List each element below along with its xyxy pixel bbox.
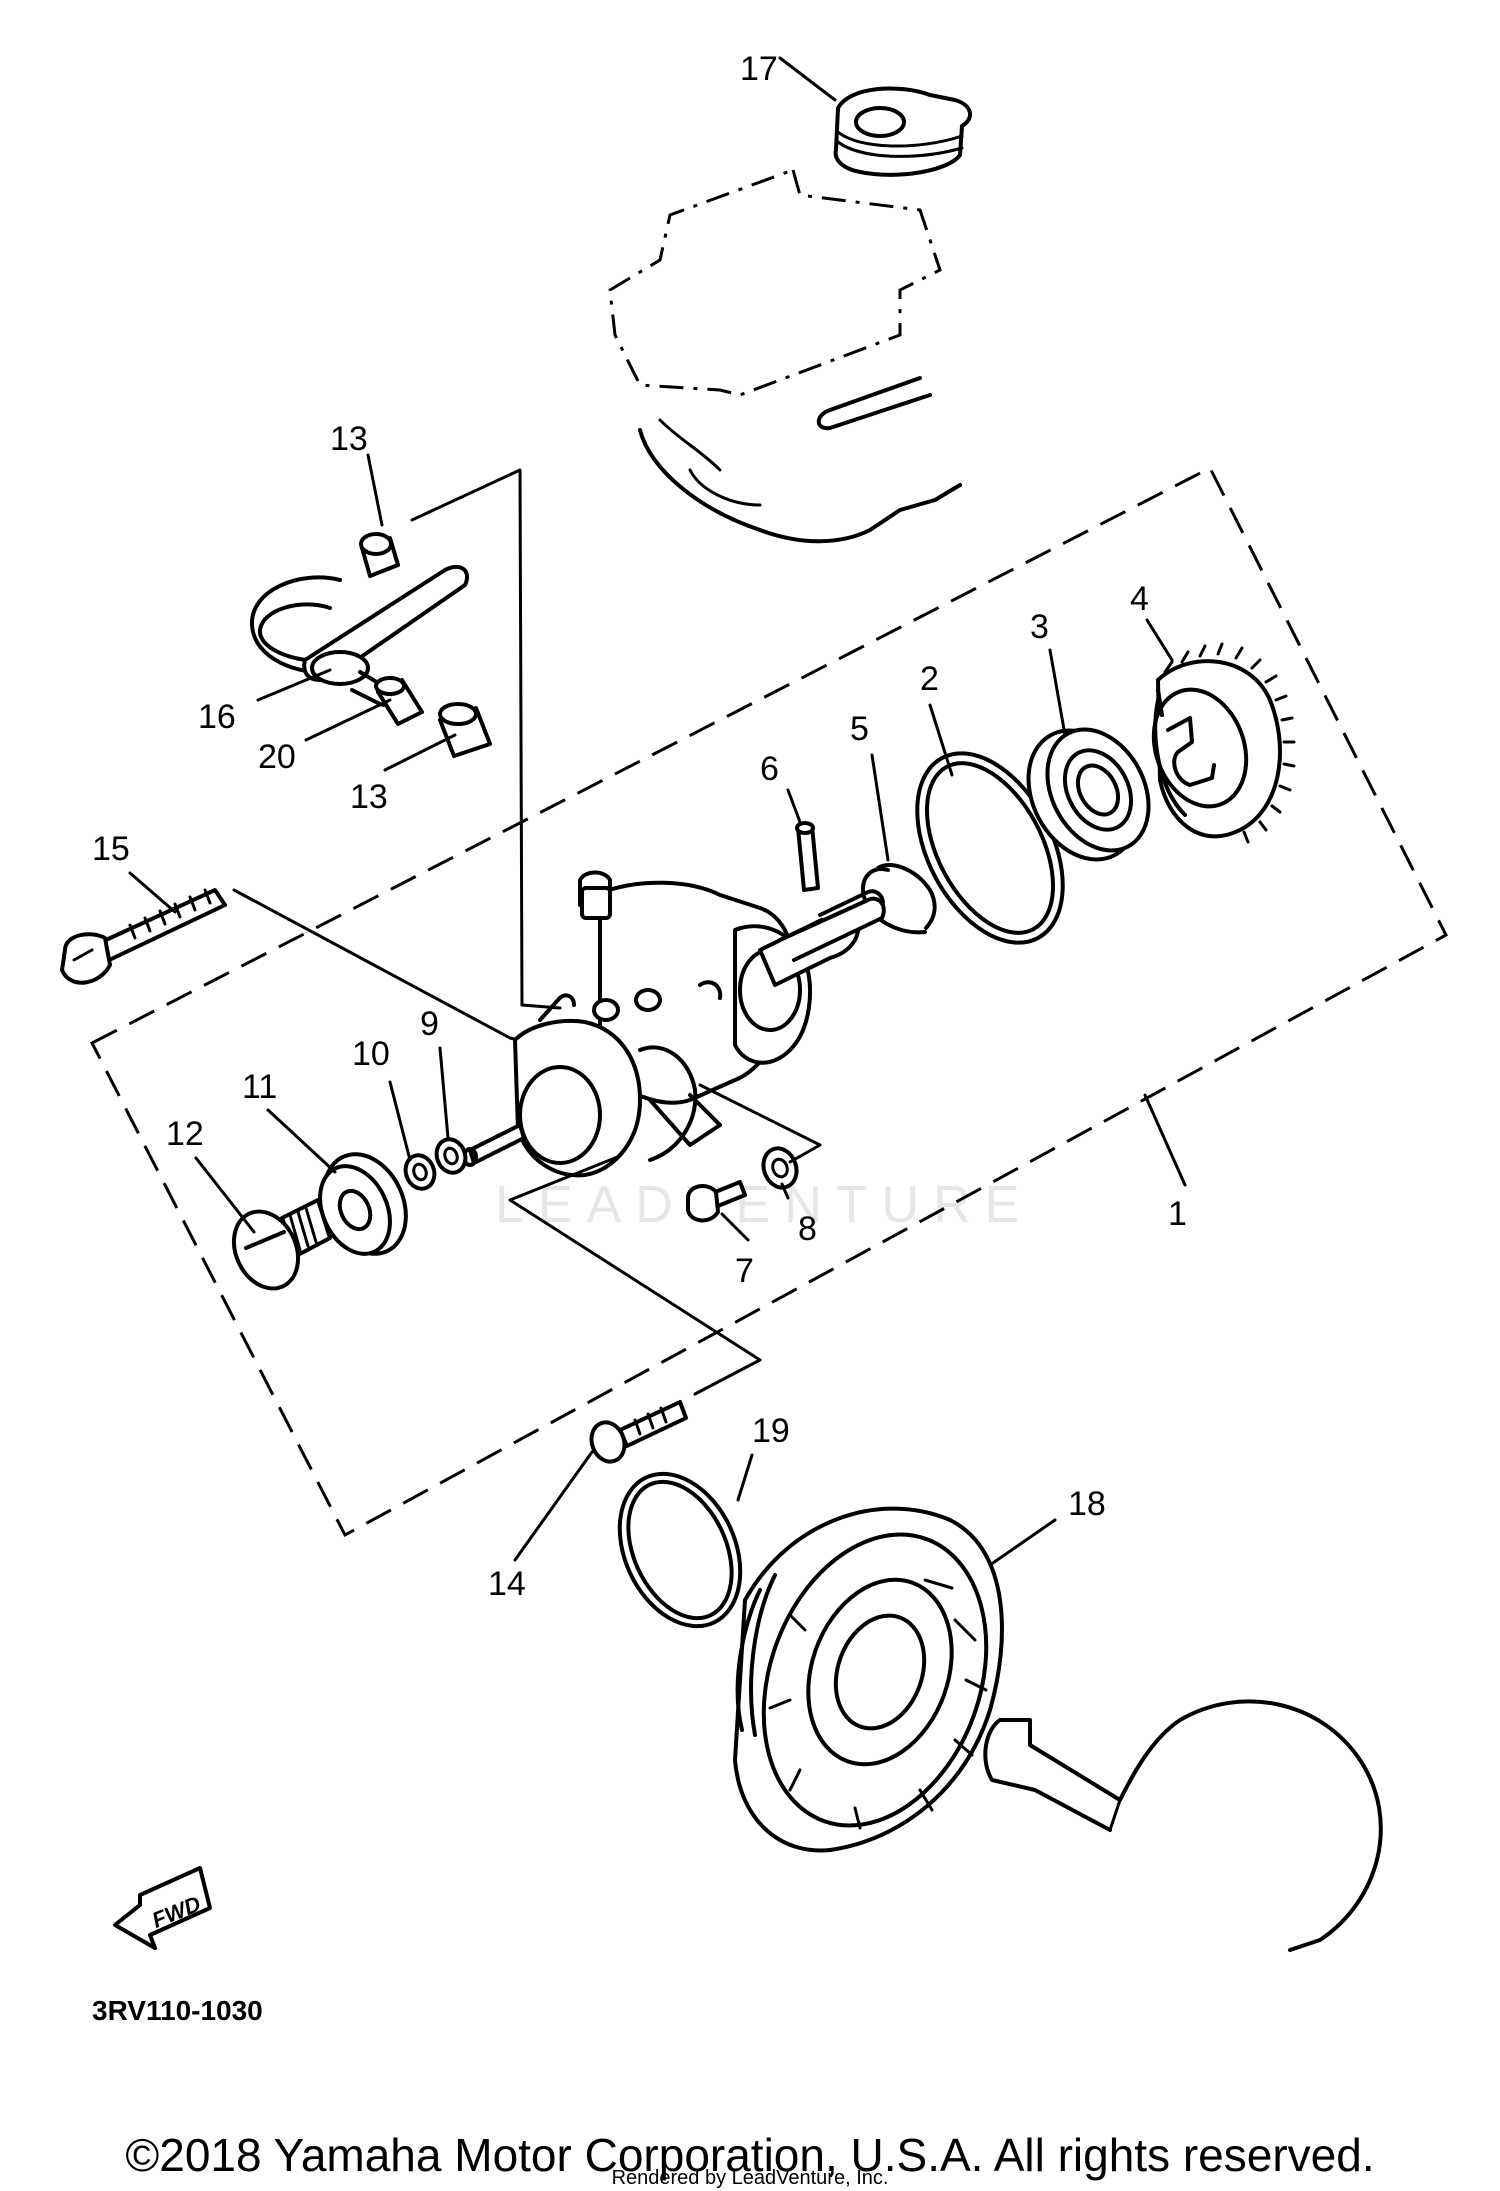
leader-line-14 [508, 1154, 762, 1396]
part-9-washer [434, 1137, 468, 1175]
callout-20: 20 [258, 738, 296, 776]
part-14-bolt [589, 1400, 688, 1464]
leader-line-15 [232, 888, 542, 1047]
callout-6: 6 [760, 750, 779, 788]
callout-7: 7 [735, 1252, 754, 1290]
callout-19: 19 [752, 1412, 790, 1450]
copyright-notice: ©2018 Yamaha Motor Corporation, U.S.A. A… [125, 2129, 1375, 2181]
part-13-upper-sleeve [359, 532, 400, 578]
callout-15: 15 [92, 830, 130, 868]
assembly-boundary [89, 465, 1448, 1538]
part-15-long-screw [60, 888, 227, 985]
callout-16: 16 [198, 698, 236, 736]
callout-11: 11 [242, 1068, 277, 1106]
callout-1: 1 [1168, 1195, 1187, 1233]
crankshaft [983, 1699, 1383, 1952]
callout-5: 5 [850, 710, 869, 748]
part-7-bolt [686, 1180, 747, 1223]
crankcase-lip [816, 376, 932, 431]
callout-leaders [128, 56, 1187, 1567]
callout-4: 4 [1130, 580, 1149, 618]
pump-body [462, 870, 885, 1178]
callout-13-upper: 13 [330, 420, 368, 458]
callout-17: 17 [740, 50, 778, 88]
part-11-seal [318, 1152, 408, 1256]
leader-line-8 [698, 1083, 822, 1164]
crankcase-lower-edge [638, 428, 962, 544]
callout-13-lower: 13 [350, 778, 388, 816]
diagram-code: 3RV110-1030 [92, 1995, 263, 2026]
part-8-washer [761, 1146, 799, 1190]
fwd-arrow-icon: FWD [113, 1866, 212, 1950]
callout-8: 8 [798, 1210, 817, 1248]
pump-shaft [778, 896, 886, 962]
part-4-gear [1151, 642, 1296, 844]
part-18-rotor [733, 1506, 1004, 1853]
part-6-pin [795, 821, 820, 892]
part-16-oil-line [249, 564, 469, 707]
rendered-by-notice: Rendered by LeadVenture, Inc. [611, 2167, 889, 2189]
part-12-plug [231, 1198, 332, 1291]
callout-2: 2 [920, 660, 939, 698]
part-13-lower-sleeve [438, 702, 492, 758]
callout-3: 3 [1030, 608, 1049, 646]
part-17-cap [833, 86, 972, 177]
part-20-tube [374, 676, 424, 726]
crankcase-outline [608, 168, 942, 397]
part-3-bearing [1026, 727, 1151, 862]
callout-9: 9 [420, 1005, 439, 1043]
crankcase-bumps [658, 418, 762, 507]
watermark-text: LEADVENTURE [495, 1176, 1033, 1234]
part-10-washer [403, 1153, 437, 1191]
callout-14: 14 [488, 1565, 526, 1603]
callout-18: 18 [1068, 1485, 1106, 1523]
callout-10: 10 [352, 1035, 390, 1073]
part-19-o-ring [617, 1471, 743, 1629]
callout-12: 12 [166, 1115, 204, 1153]
